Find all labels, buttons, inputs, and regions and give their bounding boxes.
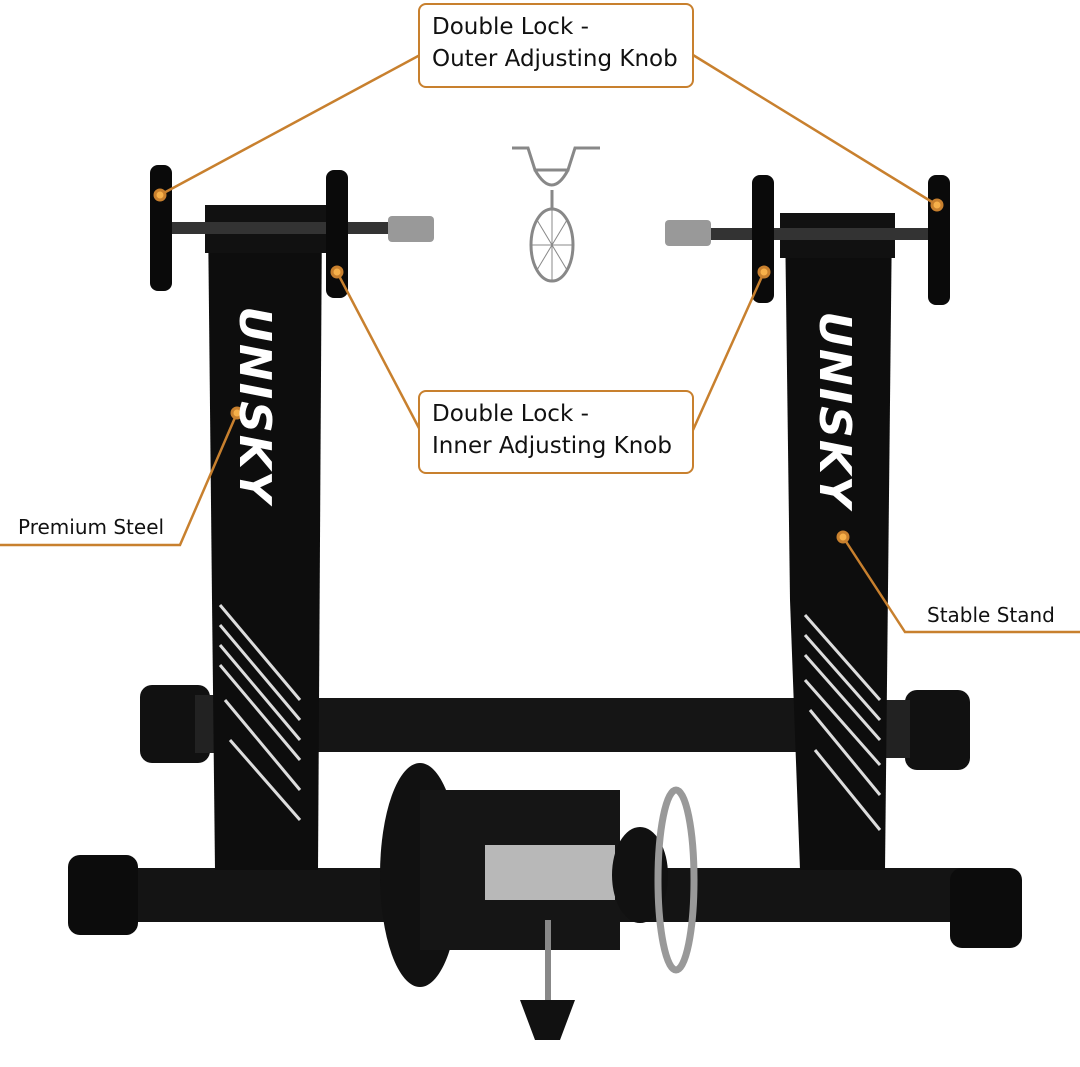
resistance-unit	[380, 763, 698, 1040]
label-premium-steel: Premium Steel	[18, 515, 165, 539]
callout-line-2: Outer Adjusting Knob	[432, 46, 678, 72]
callout-outer-knob: Double Lock - Outer Adjusting Knob	[418, 3, 694, 88]
left-axle-cup	[388, 216, 434, 242]
brand-logo-left: UNISKY	[228, 306, 280, 505]
crossbar	[300, 698, 810, 752]
bike-icon	[512, 146, 600, 283]
rear-foot-left	[140, 685, 225, 763]
inner-knob-right	[752, 175, 774, 303]
label-stable-stand: Stable Stand	[927, 603, 1055, 627]
callout-line-1: Double Lock -	[432, 401, 589, 427]
callout-line-1: Double Lock -	[432, 14, 589, 40]
rear-foot-right	[880, 690, 970, 770]
outer-knob-left	[150, 165, 172, 291]
inner-knob-left	[326, 170, 348, 298]
callout-line-2: Inner Adjusting Knob	[432, 433, 672, 459]
callout-inner-knob: Double Lock - Inner Adjusting Knob	[418, 390, 694, 474]
outer-knob-right	[928, 175, 950, 305]
callout-lines	[0, 53, 1080, 634]
right-axle-cup	[665, 220, 711, 246]
left-upright	[205, 205, 333, 870]
brand-logo-right: UNISKY	[808, 311, 860, 510]
right-upright	[780, 213, 895, 870]
